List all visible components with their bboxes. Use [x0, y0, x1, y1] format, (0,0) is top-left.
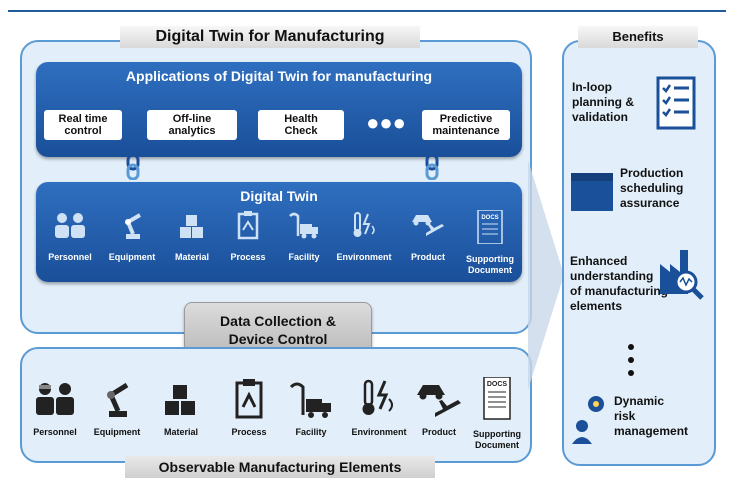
personnel-icon [55, 213, 85, 238]
thermometer-icon [362, 379, 393, 415]
twin-label: Product [410, 252, 445, 262]
benefit-scheduling: Production scheduling assurance [620, 166, 684, 210]
twin-label: Personnel [48, 252, 92, 262]
twin-element: Environment [334, 204, 394, 278]
observable-element: Personnel [24, 377, 86, 457]
app-ellipsis: ●●● [366, 110, 406, 135]
boxes-icon [180, 215, 203, 238]
twin-label: Equipment [108, 252, 156, 262]
twin-label: Environment [336, 252, 392, 262]
clipboard-icon [235, 379, 263, 419]
digital-twin-title: Digital Twin for Manufacturing [120, 26, 420, 48]
calendar-icon [571, 173, 613, 211]
twin-element: DOCS Supporting Document [460, 204, 520, 278]
clipboard-icon [237, 211, 259, 240]
observable-panel: Personnel Equipment Material Process Fac… [20, 347, 532, 463]
observable-label: Supporting Document [473, 429, 521, 450]
docs-label: DOCS [487, 381, 508, 388]
applications-heading: Applications of Digital Twin for manufac… [125, 68, 433, 84]
observable-element: Product [408, 377, 470, 457]
observable-element: DOCS Supporting Document [466, 377, 528, 457]
benefit-understanding: Enhanced understanding of manufacturing … [570, 254, 668, 313]
observable-label: Process [231, 427, 267, 437]
robot-arm-icon [107, 382, 129, 417]
twin-label: Facility [288, 252, 320, 262]
observable-element: Facility [280, 377, 342, 457]
docs-label: DOCS [481, 215, 498, 221]
twin-element: Product [398, 204, 458, 278]
risk-person-icon [572, 396, 604, 444]
robot-arm-icon [125, 213, 142, 239]
twin-label: Process [230, 252, 266, 262]
observable-label: Material [163, 427, 198, 437]
chain-link-icon [425, 154, 439, 180]
twin-element: Facility [274, 204, 334, 278]
document-icon: DOCS [483, 377, 511, 420]
observable-label: Facility [295, 427, 327, 437]
observable-label: Environment [351, 427, 407, 437]
observable-element: Environment [348, 377, 410, 457]
twin-label: Material [174, 252, 209, 262]
observable-label: Product [421, 427, 456, 437]
document-icon: DOCS [477, 210, 503, 244]
observable-element: Material [150, 377, 212, 457]
flow-arrow [528, 160, 564, 390]
observable-title: Observable Manufacturing Elements [125, 456, 435, 478]
twin-label: Supporting Document [466, 254, 514, 275]
app-health-check: Health Check [258, 110, 344, 140]
app-predictive-maintenance: Predictive maintenance [422, 110, 510, 140]
observable-label: Equipment [93, 427, 141, 437]
twin-element: Equipment [102, 204, 162, 278]
top-rule [8, 10, 726, 12]
applications-box: Applications of Digital Twin for manufac… [36, 62, 522, 157]
car-plane-icon [412, 215, 444, 236]
digital-twin-box: Digital Twin Personnel Equipment Materia… [36, 182, 522, 282]
twin-element: Personnel [40, 204, 100, 278]
facility-truck-icon [289, 212, 318, 239]
chain-link-icon [126, 154, 140, 180]
observable-label: Personnel [33, 427, 77, 437]
twin-element: Process [218, 204, 278, 278]
app-offline-analytics: Off-line analytics [147, 110, 237, 140]
car-plane-icon [417, 385, 461, 417]
benefit-planning: In-loop planning & validation [572, 80, 634, 124]
app-real-time-control: Real time control [44, 110, 122, 140]
twin-element: Material [162, 204, 222, 278]
factory-magnifier-icon [660, 250, 704, 300]
checklist-icon [656, 76, 696, 130]
benefit-risk: Dynamic risk management [614, 394, 689, 438]
personnel-icon [36, 383, 74, 415]
observable-element: Process [218, 377, 280, 457]
observable-element: Equipment [86, 377, 148, 457]
thermometer-icon [353, 212, 375, 237]
facility-truck-icon [289, 382, 331, 418]
digital-twin-heading: Digital Twin [240, 188, 318, 204]
benefits-title: Benefits [578, 26, 698, 48]
boxes-icon [165, 385, 195, 415]
vertical-ellipsis [628, 344, 634, 376]
